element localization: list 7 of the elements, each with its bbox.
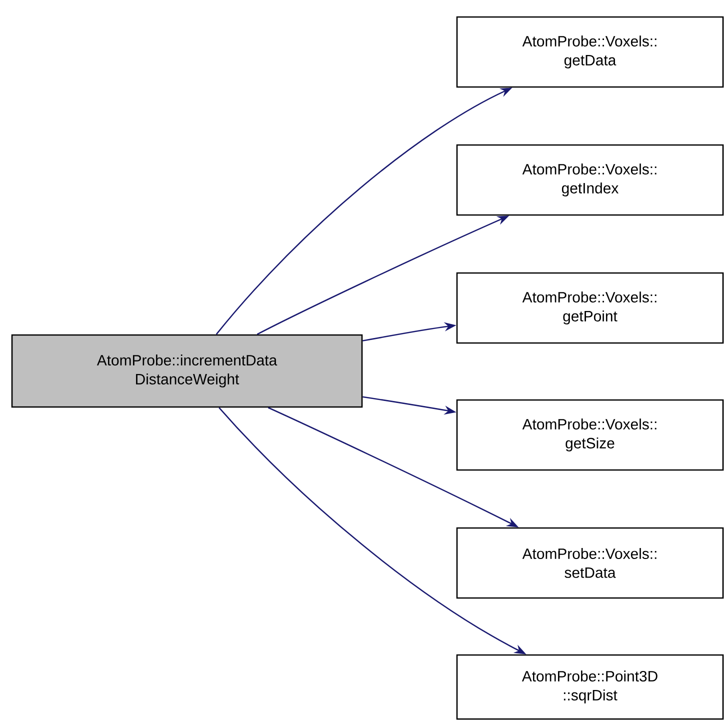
function-box: AtomProbe::Voxels:: getSize bbox=[456, 399, 724, 471]
function-box: AtomProbe::incrementData DistanceWeight bbox=[11, 334, 363, 408]
function-box: AtomProbe::Voxels:: getIndex bbox=[456, 144, 724, 216]
function-box: AtomProbe::Point3D ::sqrDist bbox=[456, 654, 724, 720]
function-box: AtomProbe::Voxels:: getPoint bbox=[456, 272, 724, 344]
function-box: AtomProbe::Voxels:: setData bbox=[456, 527, 724, 599]
function-box: AtomProbe::Voxels:: getData bbox=[456, 16, 724, 88]
